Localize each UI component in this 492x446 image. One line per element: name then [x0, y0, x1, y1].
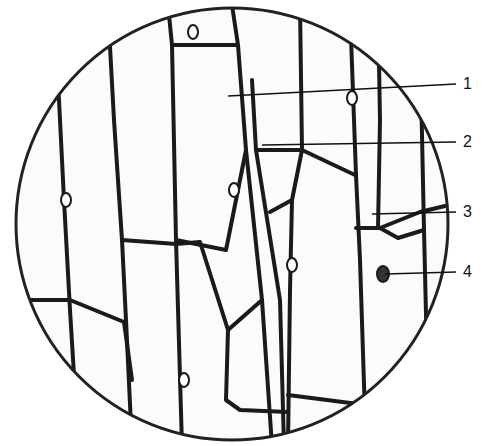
callout-number: 2	[462, 134, 473, 150]
field-ground	[16, 8, 448, 440]
callout-number: 1	[462, 76, 473, 92]
callout-number: 4	[462, 264, 473, 280]
field-rim	[16, 8, 448, 440]
nuclei	[61, 25, 389, 387]
callout-number: 3	[462, 204, 473, 220]
leader-lines	[228, 84, 456, 274]
